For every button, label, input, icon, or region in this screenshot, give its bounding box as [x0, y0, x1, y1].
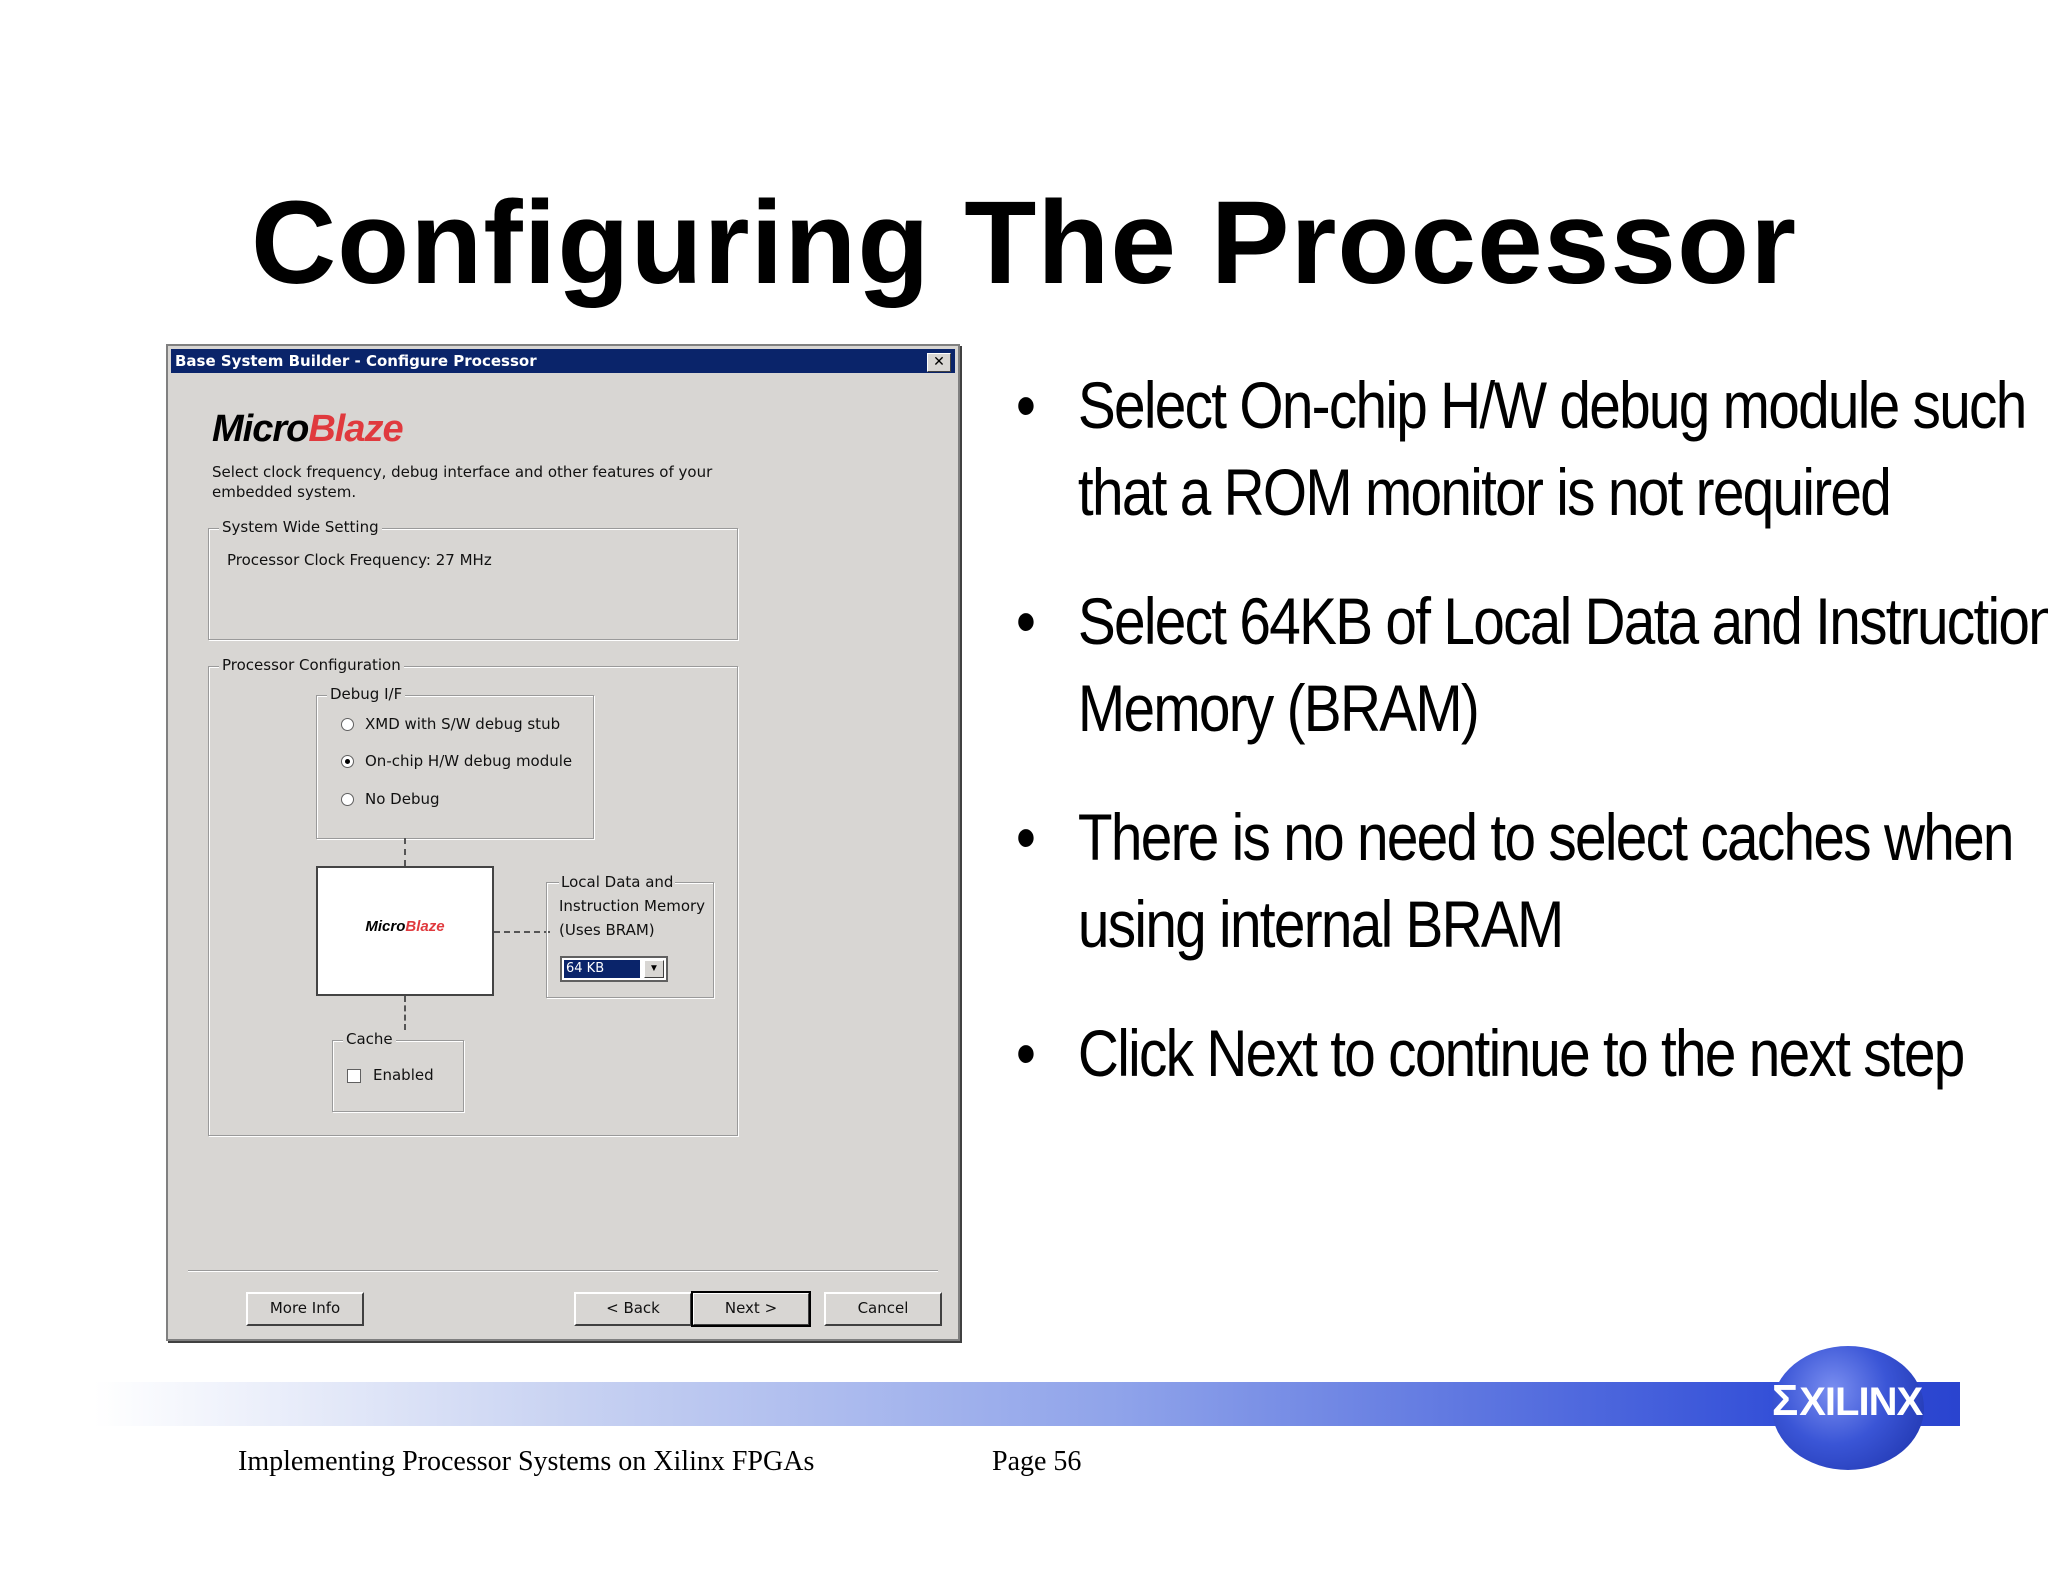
bullet-dot: •	[1016, 584, 1036, 658]
back-button[interactable]: < Back	[574, 1292, 692, 1326]
bullet-text: Select 64KB of Local Data and Instructio…	[1077, 584, 2048, 745]
connector-cache	[404, 996, 406, 1030]
footer-band	[94, 1382, 1960, 1426]
logo-micro-text: Micro	[212, 408, 309, 450]
close-button[interactable]: ✕	[927, 353, 951, 372]
local-memory-label-line2: Instruction Memory	[559, 897, 706, 915]
connector-debug	[404, 838, 406, 866]
slide-title: Configuring The Processor	[250, 177, 1798, 309]
more-info-button[interactable]: More Info	[246, 1292, 364, 1326]
dialog-title: Base System Builder - Configure Processo…	[175, 352, 537, 370]
block-logo-blaze: Blaze	[405, 918, 445, 935]
bullet-item: • Click Next to continue to the next step	[1016, 1010, 2048, 1097]
microblaze-block-logo: MicroBlaze	[318, 918, 492, 935]
radio-onchip-label: On-chip H/W debug module	[365, 752, 573, 770]
local-memory-size-select[interactable]: 64 KB ▼	[560, 956, 668, 982]
cache-enabled-checkbox[interactable]	[347, 1069, 361, 1083]
bullet-text: Select On-chip H/W debug module such tha…	[1077, 368, 2027, 529]
bullet-item: • There is no need to select caches when …	[1016, 794, 2048, 968]
bullet-item: • Select On-chip H/W debug module such th…	[1016, 362, 2048, 536]
system-wide-setting-group: System Wide Setting Processor Clock Freq…	[208, 518, 738, 640]
local-memory-label-line1: Local Data and	[559, 873, 676, 891]
debug-if-group: Debug I/F XMD with S/W debug stub On-chi…	[316, 685, 594, 839]
chevron-down-icon[interactable]: ▼	[644, 960, 664, 978]
button-separator	[188, 1270, 938, 1272]
local-memory-label-line3: (Uses BRAM)	[559, 921, 655, 939]
radio-xmd-debug-stub[interactable]	[341, 718, 354, 731]
bullet-dot: •	[1016, 368, 1036, 442]
radio-onchip-hw-debug[interactable]	[341, 755, 354, 768]
bullet-item: • Select 64KB of Local Data and Instructi…	[1016, 578, 2048, 752]
next-button[interactable]: Next >	[691, 1291, 811, 1327]
xilinx-logo-text: ΣXILINX	[1762, 1376, 1932, 1426]
xilinx-globe-logo	[1772, 1346, 1924, 1470]
cache-group: Cache Enabled	[332, 1030, 464, 1112]
bullet-dot: •	[1016, 1016, 1036, 1090]
bullet-dot: •	[1016, 800, 1036, 874]
block-logo-micro: Micro	[365, 918, 406, 935]
connector-memory	[494, 931, 550, 933]
bullet-list: • Select On-chip H/W debug module such th…	[1016, 362, 2048, 1139]
footer-course-title: Implementing Processor Systems on Xilinx…	[238, 1446, 815, 1477]
bullet-text: Click Next to continue to the next step	[1077, 1016, 1965, 1090]
local-memory-size-value: 64 KB	[564, 960, 640, 978]
bullet-text: There is no need to select caches when u…	[1077, 800, 2015, 961]
radio-xmd-label: XMD with S/W debug stub	[365, 715, 561, 733]
local-memory-group: Local Data and Instruction Memory (Uses …	[546, 873, 714, 998]
cache-enabled-label: Enabled	[373, 1066, 434, 1084]
cache-label: Cache	[343, 1030, 396, 1048]
configure-processor-dialog: Base System Builder - Configure Processo…	[166, 344, 960, 1341]
microblaze-block: MicroBlaze	[316, 866, 494, 996]
radio-no-debug[interactable]	[341, 793, 354, 806]
xilinx-sigma-icon: Σ	[1771, 1376, 1798, 1425]
dialog-titlebar[interactable]: Base System Builder - Configure Processo…	[171, 349, 955, 373]
processor-configuration-group: Processor Configuration	[208, 656, 738, 1136]
microblaze-logo: MicroBlaze	[212, 408, 404, 451]
footer-page-number: Page 56	[992, 1446, 1082, 1477]
processor-configuration-label: Processor Configuration	[219, 656, 404, 674]
radio-no-debug-label: No Debug	[365, 790, 440, 808]
debug-if-label: Debug I/F	[327, 685, 406, 703]
clock-frequency-text: Processor Clock Frequency: 27 MHz	[227, 551, 492, 569]
dialog-description: Select clock frequency, debug interface …	[212, 463, 713, 501]
logo-blaze-text: Blaze	[308, 408, 403, 450]
cancel-button[interactable]: Cancel	[824, 1292, 942, 1326]
system-wide-setting-label: System Wide Setting	[219, 518, 382, 536]
xilinx-wordmark: XILINX	[1799, 1380, 1923, 1424]
